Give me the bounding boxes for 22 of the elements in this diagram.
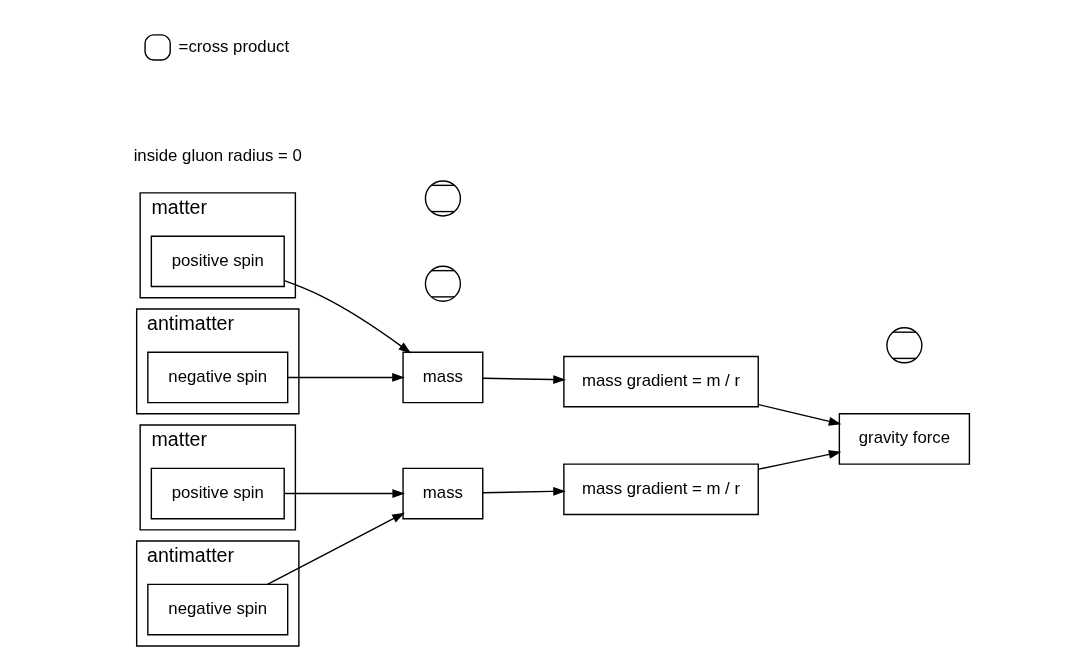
arrow <box>758 403 842 426</box>
arrow <box>283 279 412 354</box>
label: inside gluon radius = 0 <box>133 145 302 165</box>
node-box: mass <box>402 467 484 520</box>
node-box: mass gradient = m / r <box>563 463 759 516</box>
arrow <box>266 512 405 586</box>
node-circle <box>424 265 462 302</box>
legend-label: =cross product <box>178 36 290 56</box>
node-box: positive spin <box>150 235 285 288</box>
node-box: mass <box>402 351 484 404</box>
node-box: negative spin <box>147 351 289 404</box>
node-circle <box>886 327 923 364</box>
node-circle <box>424 180 462 217</box>
arrow <box>482 375 566 384</box>
node-box: negative spin <box>147 583 289 636</box>
arrow <box>284 489 405 498</box>
node-box: positive spin <box>150 467 285 520</box>
arrow <box>482 486 566 496</box>
arrow <box>758 450 842 470</box>
node-box: mass gradient = m / r <box>563 355 759 408</box>
node-box: gravity force <box>838 413 971 465</box>
arrow <box>287 373 405 382</box>
